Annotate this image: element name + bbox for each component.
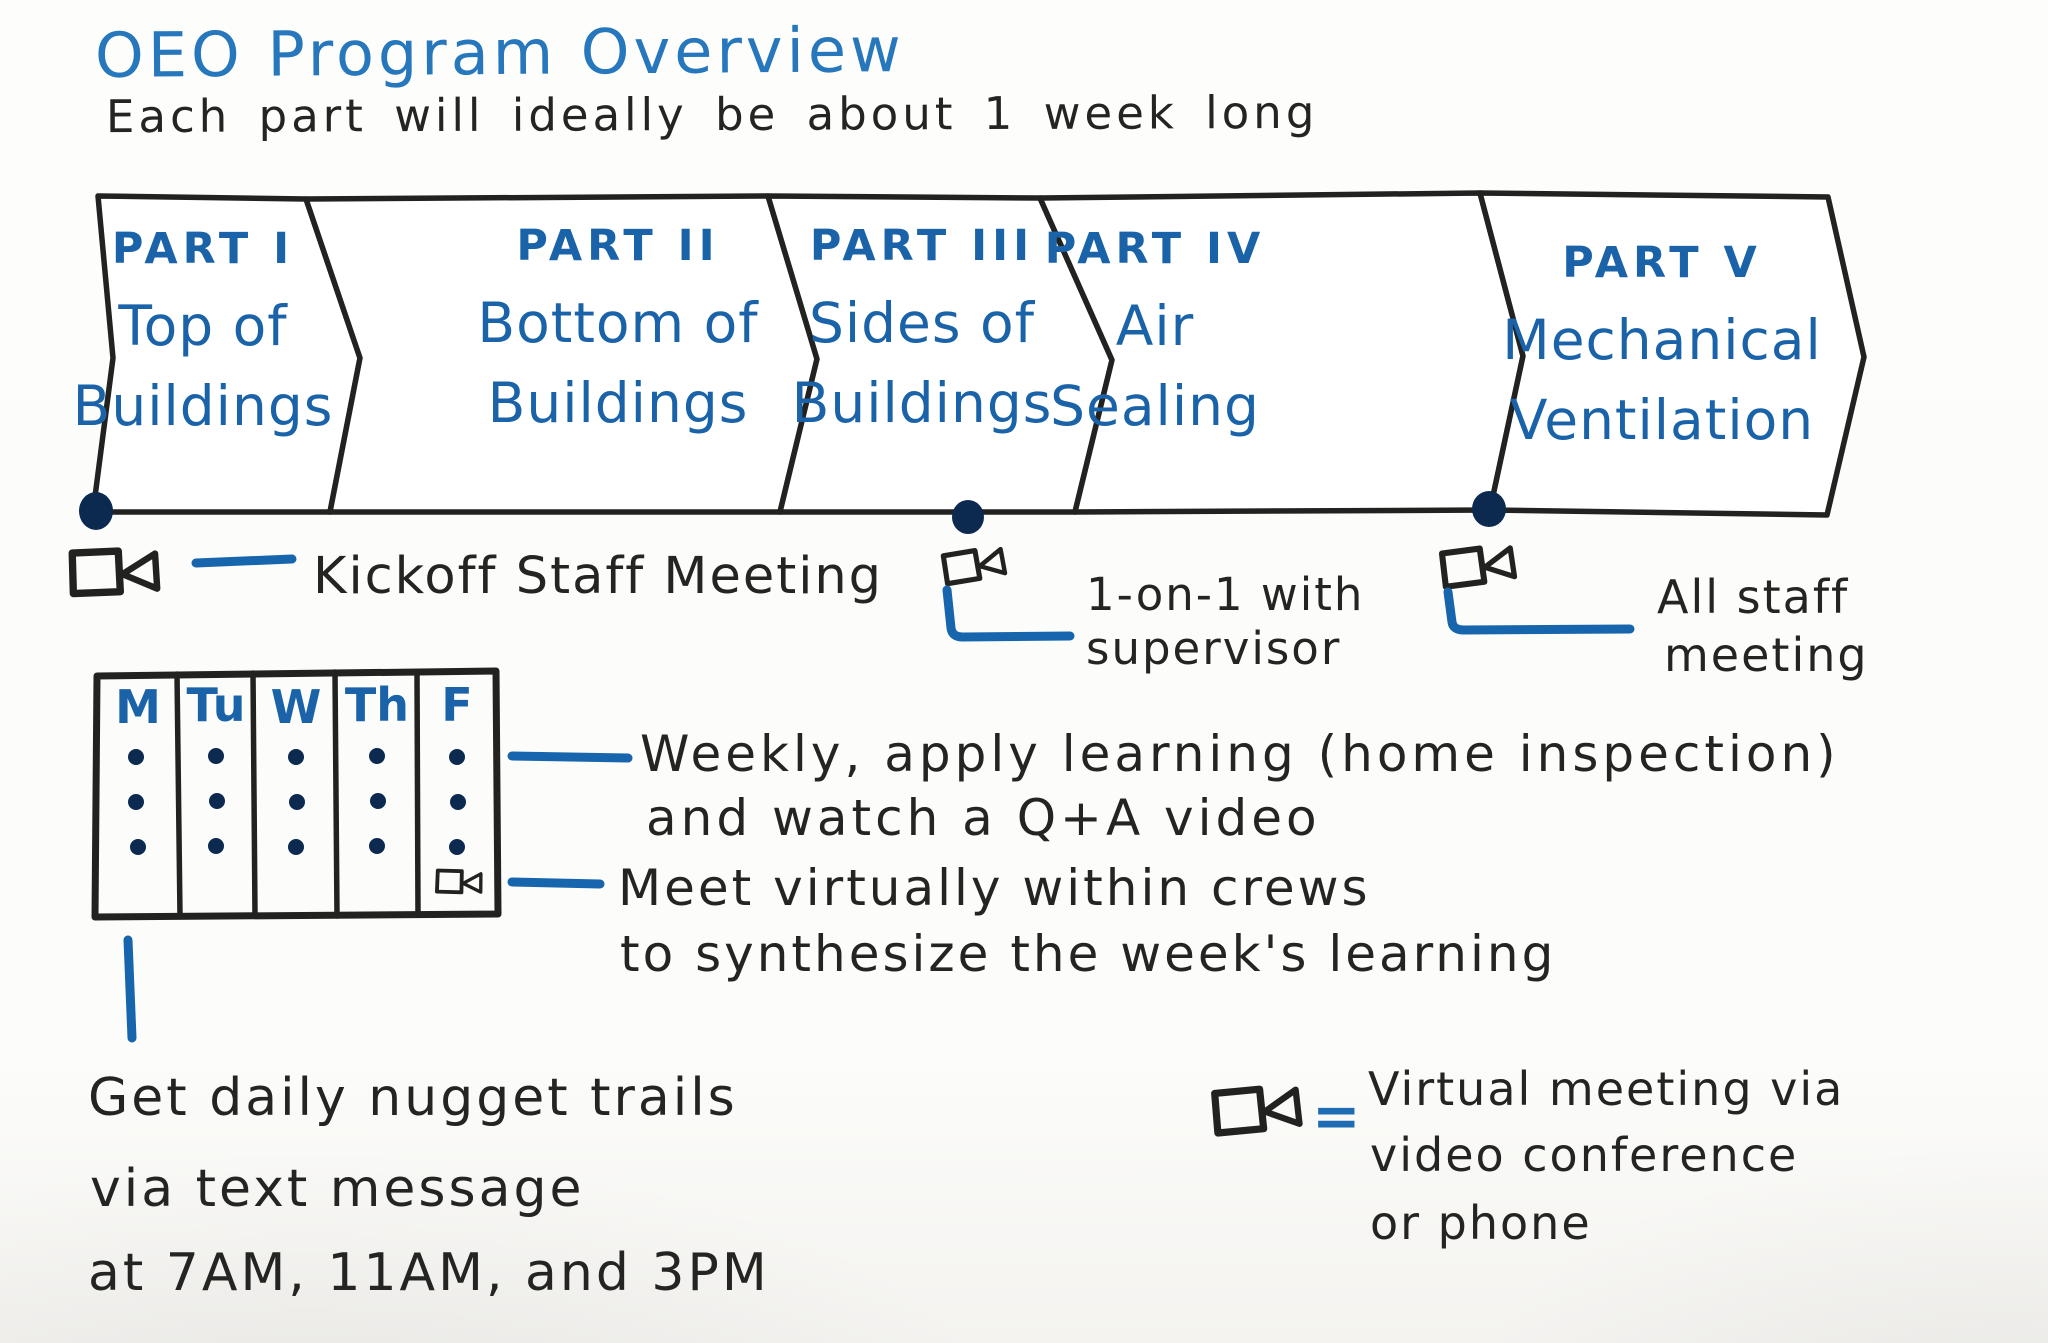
video-camera-icon [434, 867, 485, 898]
video-camera-icon [943, 548, 1005, 584]
video-camera-icon [1215, 1088, 1300, 1133]
week-grid-dots [128, 748, 466, 855]
video-camera-icon [1442, 546, 1515, 587]
weekly-note-line1: Weekly, apply learning (home inspection) [640, 725, 1840, 783]
milestone-dot [79, 492, 113, 530]
daily-connector-line [123, 935, 137, 1043]
part-chevron [1477, 190, 1867, 518]
part-1: PART I Top of Buildings [3, 224, 403, 454]
day-label-tuesday: Tu [186, 678, 246, 732]
part-name-line: Bottom of [477, 291, 759, 355]
part-label: PART III [809, 221, 1035, 271]
daily-note-line2: via text message [90, 1159, 585, 1219]
all-staff-connector-line [1443, 587, 1635, 635]
day-label-friday: F [441, 678, 473, 732]
part-name-line: Ventilation [1509, 388, 1815, 452]
legend-equals-sign: = [1312, 1082, 1361, 1150]
part-2: PART II Bottom of Buildings [418, 221, 818, 451]
part-3: PART III Sides of Buildings [722, 221, 1122, 451]
part-name-line: Buildings [487, 371, 749, 435]
crews-note-line1: Meet virtually within crews [618, 859, 1371, 917]
legend-line1: Virtual meeting via [1368, 1062, 1845, 1116]
part-4: PART IV Air Sealing [955, 224, 1355, 454]
page-title: OEO Program Overview [94, 13, 905, 92]
day-label-monday: M [115, 680, 161, 734]
one-on-one-connector-line [942, 585, 1075, 642]
timeline-dots [79, 491, 1506, 534]
part-name-line: Mechanical [1502, 308, 1822, 372]
one-on-one-label-line1: 1-on-1 with [1086, 568, 1365, 621]
part-name-line: Air [1115, 294, 1195, 358]
part-name-line: Sides of [808, 291, 1036, 355]
page-subtitle: Each part will ideally be about 1 week l… [105, 85, 1319, 144]
connector-lines [123, 554, 1635, 1043]
milestone-dot [1472, 491, 1506, 527]
part-name-line: Buildings [791, 371, 1053, 435]
week-grid-divider [332, 669, 340, 919]
part-label: PART I [111, 224, 295, 274]
part-5: PART V Mechanical Ventilation [1462, 238, 1862, 468]
part-label: PART V [1562, 238, 1762, 288]
week-grid-divider [250, 670, 258, 918]
legend-line2: video conference [1370, 1128, 1799, 1182]
daily-note-line1: Get daily nugget trails [88, 1068, 738, 1128]
week-grid-border [91, 667, 502, 921]
crews-note-line2: to synthesize the week's learning [620, 925, 1557, 983]
video-camera-icon [72, 550, 158, 595]
week-grid-divider [414, 670, 421, 918]
legend-line3: or phone [1370, 1196, 1592, 1250]
one-on-one-label-line2: supervisor [1086, 622, 1342, 675]
kickoff-meeting-label: Kickoff Staff Meeting [313, 547, 884, 606]
week-grid-divider [174, 671, 183, 919]
daily-note-line3: at 7AM, 11AM, and 3PM [88, 1243, 770, 1303]
part-name-line: Top of [118, 294, 288, 358]
day-label-wednesday: W [270, 680, 322, 734]
crews-connector-line [507, 877, 605, 889]
all-staff-label-line2: meeting [1664, 628, 1869, 682]
part-label: PART IV [1044, 224, 1266, 274]
part-name-line: Sealing [1050, 374, 1260, 438]
milestone-dot [952, 500, 984, 534]
week-grid [91, 667, 502, 921]
part-label: PART II [516, 221, 720, 271]
day-label-thursday: Th [344, 678, 410, 732]
weekly-connector-line [507, 751, 633, 763]
part-name-line: Buildings [72, 374, 334, 438]
timeline-banner [90, 190, 1867, 518]
weekly-note-line2: and watch a Q+A video [646, 789, 1321, 847]
kickoff-connector-line [191, 554, 297, 568]
all-staff-label-line1: All staff [1657, 570, 1850, 624]
